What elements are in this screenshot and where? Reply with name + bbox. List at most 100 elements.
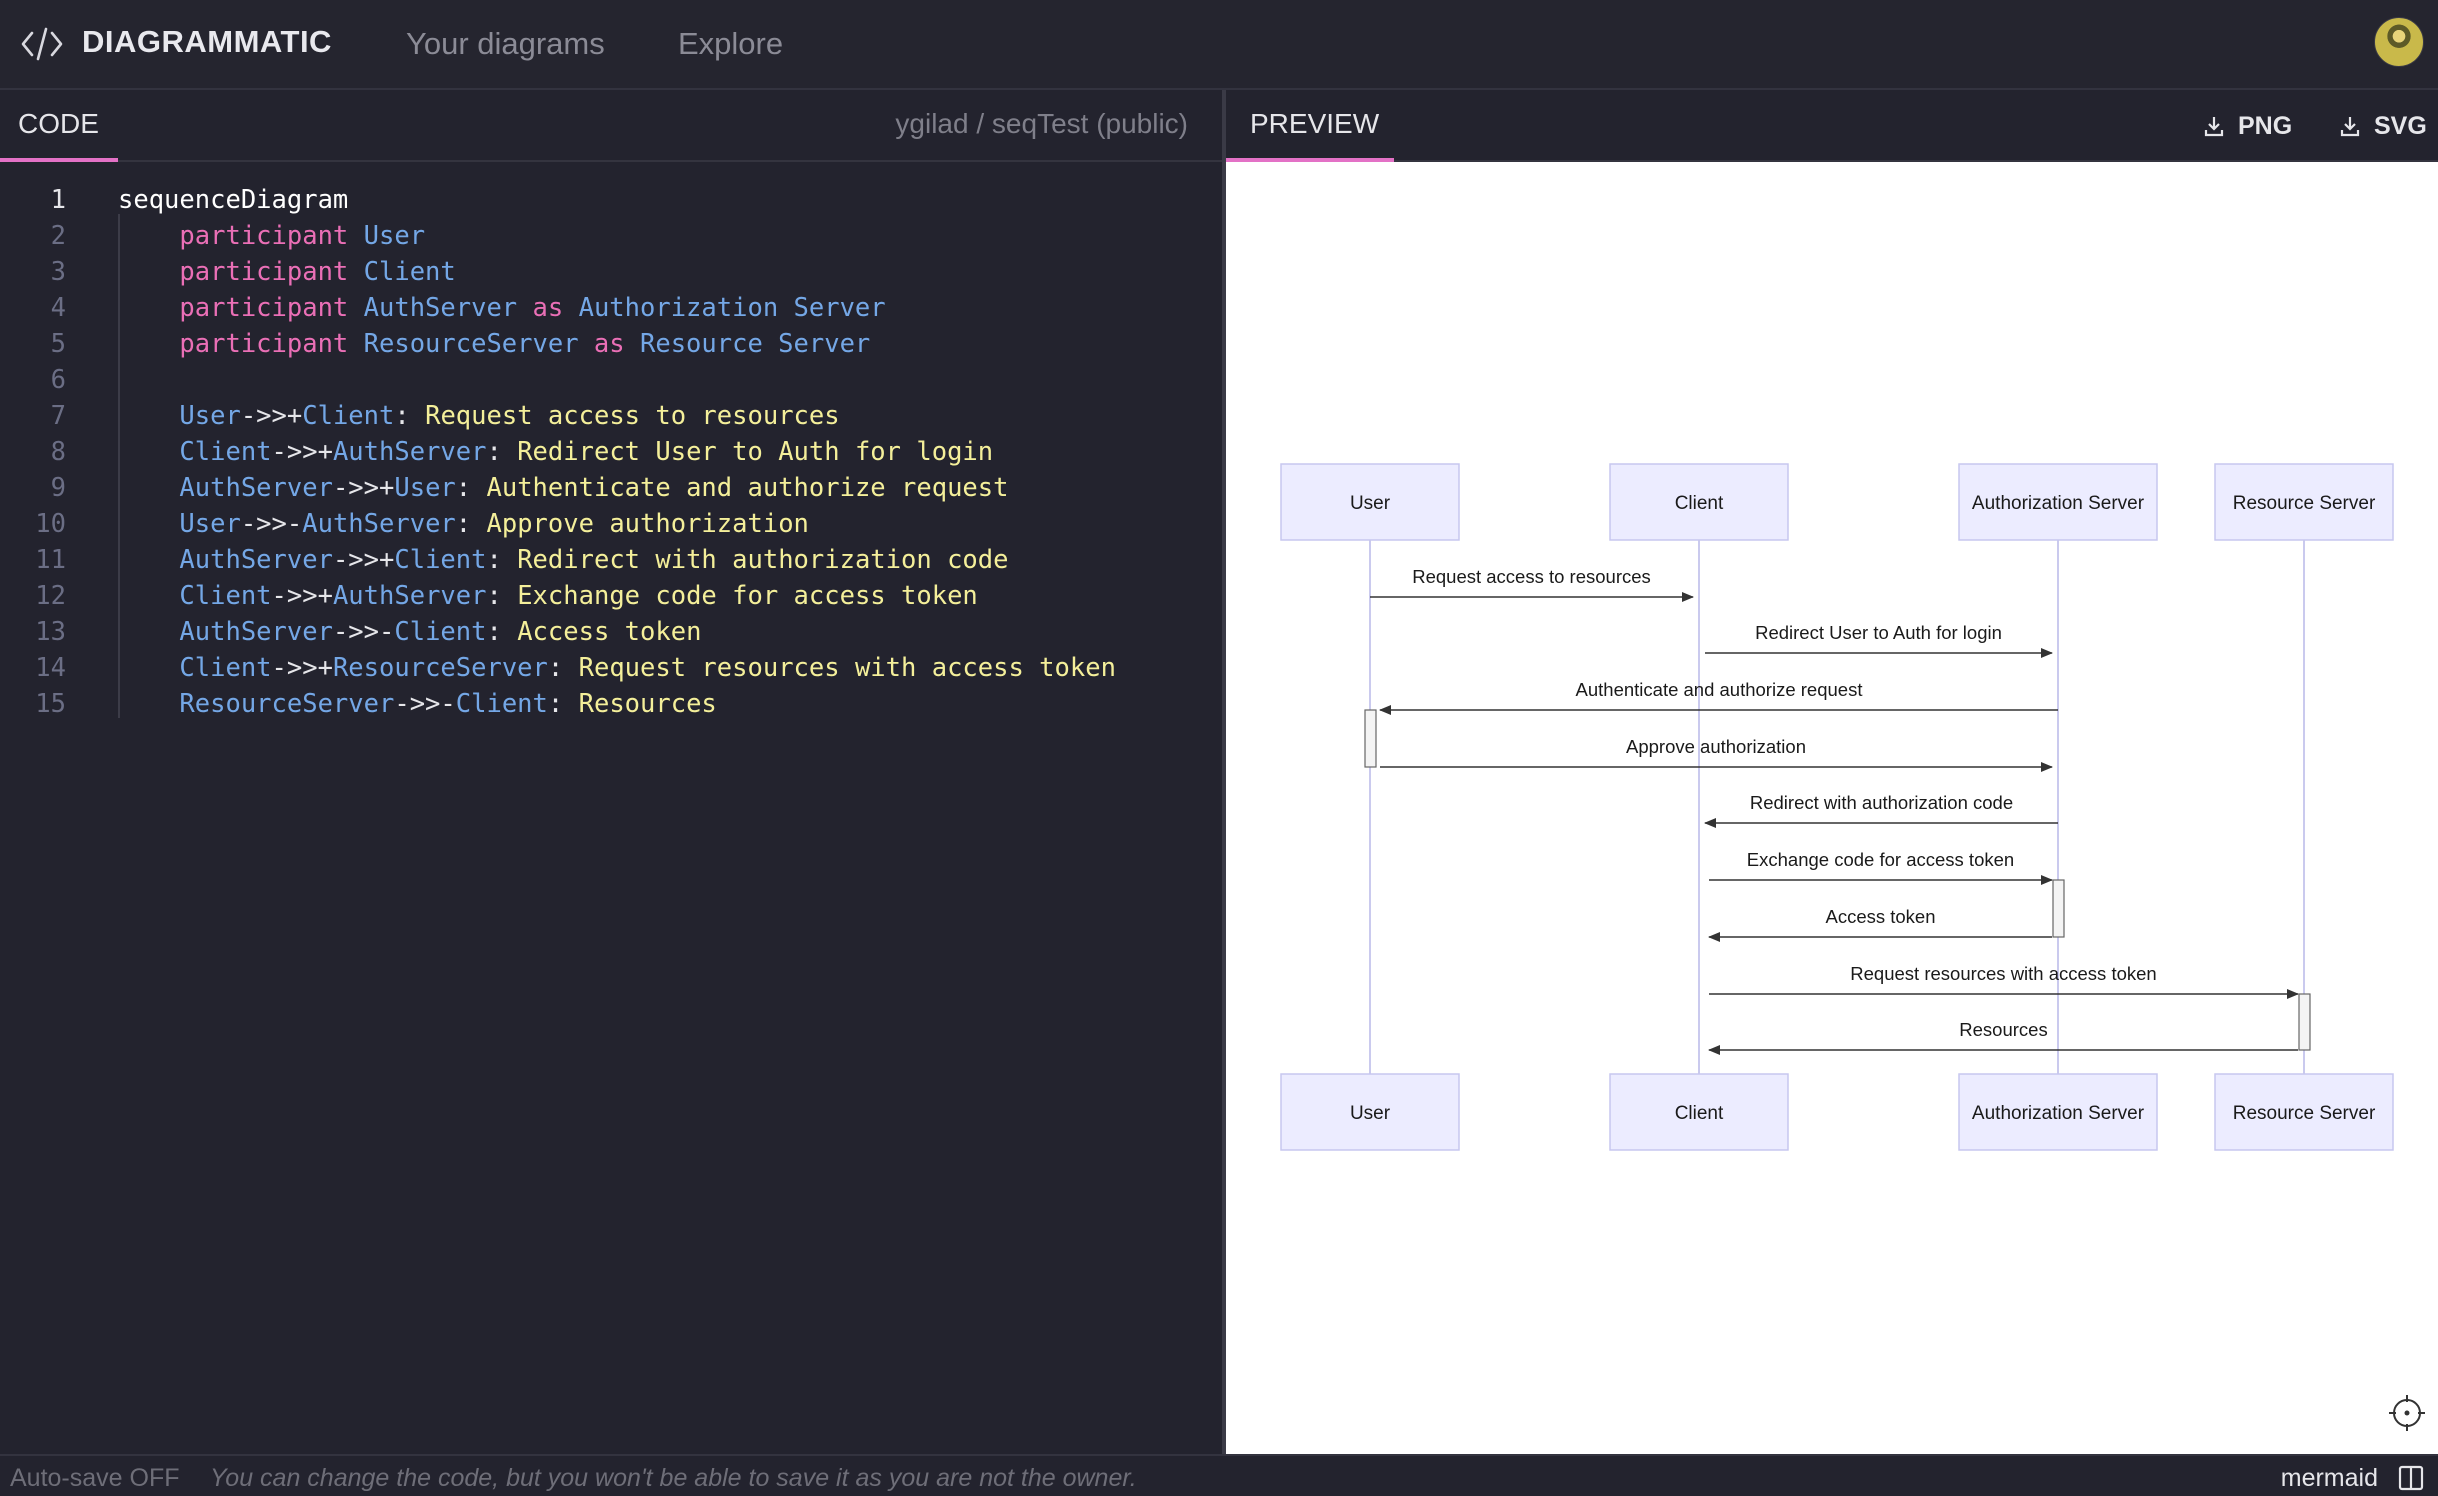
- code-line[interactable]: 15 ResourceServer->>-Client: Resources: [0, 686, 1222, 722]
- code-token: ->>+: [271, 653, 333, 683]
- code-token: as: [578, 329, 640, 359]
- code-token: Exchange code for access token: [517, 581, 978, 611]
- code-line[interactable]: 6: [0, 362, 1222, 398]
- message: Exchange code for access token: [1709, 849, 2053, 885]
- code-token: Request resources with access token: [578, 653, 1116, 683]
- code-token: :: [547, 689, 579, 719]
- code-token: :: [486, 545, 518, 575]
- participant-label: Resource Server: [2233, 493, 2376, 514]
- tab-code-underline: [0, 158, 118, 162]
- code-line[interactable]: 2 participant User: [0, 218, 1222, 254]
- code-token: Client: [118, 653, 272, 683]
- activation-bar: [2052, 879, 2065, 938]
- message: Approve authorization: [1380, 736, 2053, 772]
- code-text: Client->>+ResourceServer: Request resour…: [118, 650, 1116, 686]
- split-layout-icon[interactable]: [2398, 1465, 2424, 1491]
- preview-pane: PREVIEW PNG SVG: [1226, 90, 2438, 1454]
- tab-code-label: CODE: [18, 108, 99, 139]
- participant-label: Client: [1675, 493, 1724, 514]
- code-line[interactable]: 3 participant Client: [0, 254, 1222, 290]
- message-label: Approve authorization: [1626, 736, 1806, 757]
- participant-label: User: [1350, 493, 1391, 514]
- code-token: ->>+: [332, 545, 395, 575]
- code-token: Resource Server: [640, 329, 871, 359]
- code-token: Approve authorization: [486, 509, 809, 539]
- code-line[interactable]: 13 AuthServer->>-Client: Access token: [0, 614, 1222, 650]
- message-label: Resources: [1959, 1019, 2047, 1040]
- activation-bar: [2298, 993, 2311, 1051]
- download-png-button[interactable]: PNG: [2204, 110, 2292, 142]
- code-token: ->>-: [394, 689, 456, 719]
- code-token: as: [517, 293, 579, 323]
- nav-your-diagrams[interactable]: Your diagrams: [406, 26, 605, 61]
- code-line[interactable]: 7 User->>+Client: Request access to reso…: [0, 398, 1222, 434]
- code-text: sequenceDiagram: [118, 182, 348, 218]
- code-text: participant ResourceServer as Resource S…: [118, 326, 870, 362]
- code-text: AuthServer->>+User: Authenticate and aut…: [118, 470, 1008, 506]
- autosave-toggle[interactable]: Auto-save OFF: [10, 1464, 180, 1492]
- recenter-icon[interactable]: [2388, 1394, 2426, 1432]
- line-number: 6: [50, 365, 66, 395]
- code-line[interactable]: 11 AuthServer->>+Client: Redirect with a…: [0, 542, 1222, 578]
- participant-label: Authorization Server: [1972, 1103, 2145, 1124]
- message: Resources: [1708, 1019, 2298, 1055]
- code-line[interactable]: 12 Client->>+AuthServer: Exchange code f…: [0, 578, 1222, 614]
- code-token: Client: [302, 401, 395, 431]
- participant-rect: [2214, 1073, 2394, 1151]
- status-message: You can change the code, but you won't b…: [210, 1464, 1137, 1492]
- repo-name[interactable]: ygilad / seqTest (public): [895, 108, 1188, 139]
- code-text: Client->>+AuthServer: Redirect User to A…: [118, 434, 993, 470]
- code-token: Redirect with authorization code: [517, 545, 1009, 575]
- line-number: 7: [50, 401, 66, 431]
- code-token: participant: [118, 293, 364, 323]
- code-token: User: [363, 221, 426, 251]
- user-avatar[interactable]: [2374, 17, 2424, 67]
- nav-explore[interactable]: Explore: [678, 26, 784, 61]
- code-token: Request access to resources: [425, 401, 840, 431]
- code-token: AuthServer: [118, 545, 333, 575]
- message-label: Request resources with access token: [1850, 963, 2156, 984]
- message: Access token: [1708, 906, 2052, 942]
- participant-rect: [2214, 463, 2394, 541]
- participant-rect: [1609, 463, 1789, 541]
- message: Request access to resources: [1370, 566, 1694, 602]
- line-number: 4: [50, 293, 66, 323]
- code-line[interactable]: 4 participant AuthServer as Authorizatio…: [0, 290, 1222, 326]
- tab-code[interactable]: CODE: [18, 90, 99, 162]
- code-token: Client: [394, 545, 487, 575]
- code-brackets-icon[interactable]: [20, 24, 64, 64]
- code-token: sequenceDiagram: [118, 185, 349, 215]
- code-token: ResourceServer: [332, 653, 548, 683]
- code-line[interactable]: 9 AuthServer->>+User: Authenticate and a…: [0, 470, 1222, 506]
- tab-preview-underline: [1226, 158, 1394, 162]
- top-bar: DIAGRAMMATIC Your diagrams Explore: [0, 0, 2438, 90]
- render-engine-label: mermaid: [2280, 1464, 2378, 1492]
- code-line[interactable]: 5 participant ResourceServer as Resource…: [0, 326, 1222, 362]
- code-text: participant User: [118, 218, 425, 254]
- brand-name[interactable]: DIAGRAMMATIC: [82, 24, 332, 59]
- download-svg-button[interactable]: SVG: [2340, 110, 2427, 142]
- code-token: Access token: [517, 617, 702, 647]
- participant-rect: [1280, 463, 1460, 541]
- code-line[interactable]: 10 User->>-AuthServer: Approve authoriza…: [0, 506, 1222, 542]
- code-line[interactable]: 8 Client->>+AuthServer: Redirect User to…: [0, 434, 1222, 470]
- participant-rect: [1280, 1073, 1460, 1151]
- tab-preview[interactable]: PREVIEW: [1250, 90, 1379, 162]
- pane-divider[interactable]: [1222, 90, 1226, 1454]
- line-number: 10: [35, 509, 66, 539]
- code-token: Client: [363, 257, 456, 287]
- participant-box: Client: [1609, 463, 1789, 541]
- code-line[interactable]: 14 Client->>+ResourceServer: Request res…: [0, 650, 1222, 686]
- line-number: 12: [35, 581, 66, 611]
- message-label: Exchange code for access token: [1747, 849, 2014, 870]
- participant-box: Resource Server: [2214, 463, 2394, 541]
- message-label: Access token: [1825, 906, 1935, 927]
- participant-box: Client: [1609, 1073, 1789, 1151]
- status-bar: Auto-save OFF You can change the code, b…: [0, 1454, 2438, 1496]
- code-token: User: [118, 509, 241, 539]
- participant-label: User: [1350, 1103, 1391, 1124]
- participant-box: User: [1280, 1073, 1460, 1151]
